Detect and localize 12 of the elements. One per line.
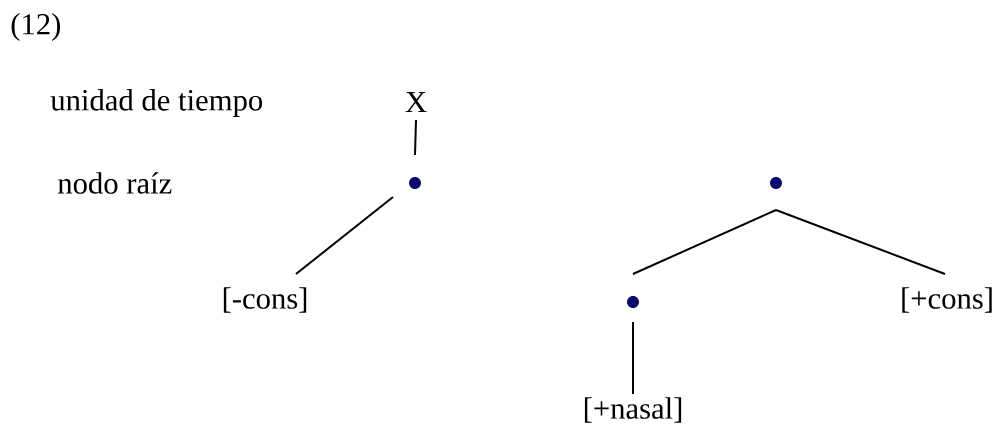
- branch-line: [295, 196, 394, 275]
- feature-label: [+nasal]: [584, 397, 682, 423]
- branch-line: [775, 209, 946, 275]
- feature-label: X: [405, 91, 427, 113]
- tier-label: unidad de tiempo: [50, 89, 263, 117]
- feature-label: [-cons]: [223, 287, 307, 313]
- tier-label: nodo raíz: [58, 172, 172, 194]
- branch-line: [414, 119, 417, 156]
- example-number: (12): [11, 13, 60, 41]
- branch-line: [632, 209, 777, 275]
- feature-label: [+cons]: [902, 287, 992, 313]
- branch-line: [632, 321, 634, 395]
